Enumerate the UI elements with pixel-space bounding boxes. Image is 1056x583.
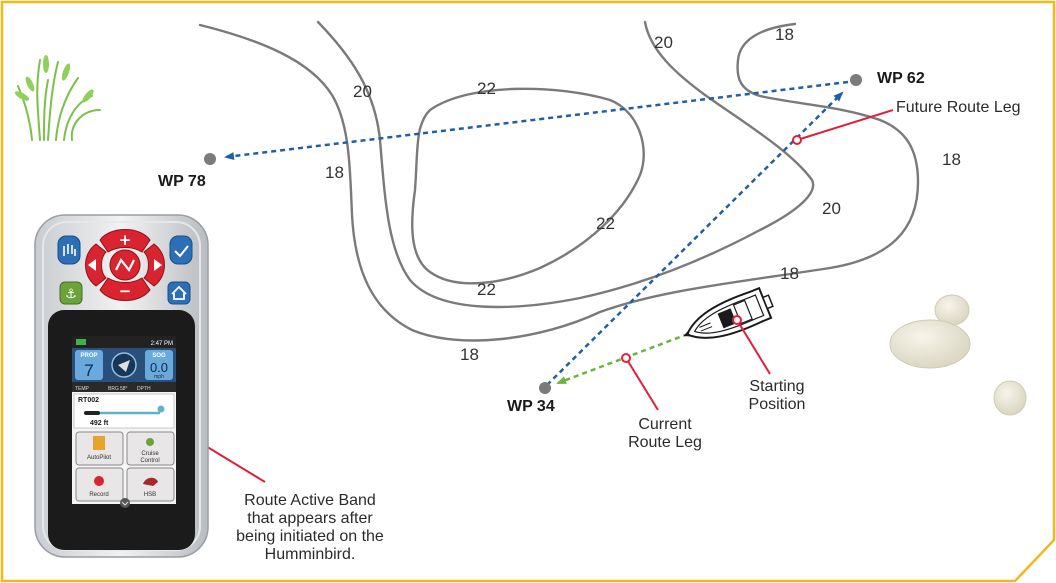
depth-label: 22 [477, 280, 496, 299]
boat-icon [683, 286, 774, 339]
rocks-icon [889, 294, 1027, 416]
waypoint-wp62 [850, 74, 862, 86]
route-active-band-label: being initiated on the [236, 528, 384, 545]
weeds-icon [14, 55, 101, 141]
remote-control: + − ⚓ 2:47 PM PROP 7 SOG 0.0 mph TEMP [34, 214, 209, 558]
starting-position-label: Position [749, 396, 806, 413]
route-active-band-label: that appears after [247, 510, 373, 527]
depth-label: 20 [353, 82, 372, 101]
home-icon [171, 285, 187, 300]
future-route-leg-wp62-wp78 [224, 80, 849, 161]
depth-label: 18 [780, 264, 799, 283]
waypoint-wp34 [539, 382, 551, 394]
hsb-icon [143, 477, 158, 486]
plus-button[interactable] [99, 229, 151, 253]
record-label: Record [89, 492, 108, 498]
anchor-icon: ⚓ [65, 287, 77, 302]
anchor-button[interactable] [59, 281, 83, 305]
contour-outer [198, 22, 920, 342]
home-button[interactable] [167, 281, 191, 305]
contour-middle [316, 20, 815, 309]
route-active-band-label: Route Active Band [244, 492, 376, 509]
waypoint-label-wp78: WP 78 [158, 173, 206, 190]
depth-label: 18 [942, 150, 961, 169]
route-distance: 492 ft [90, 420, 109, 427]
autopilot-label: AutoPilot [87, 455, 111, 461]
depth-label: 18 [325, 163, 344, 182]
check-icon [174, 245, 189, 258]
depth-label: 18 [775, 25, 794, 44]
waypoint-wp78 [204, 153, 216, 165]
minus-button[interactable] [99, 277, 151, 301]
depth-contours [198, 20, 920, 342]
minus-icon: − [119, 282, 132, 300]
route-active-band-label: Humminbird. [265, 546, 356, 563]
plus-icon: + [119, 231, 132, 249]
arrow-right-icon [154, 259, 162, 271]
cruise-label: Cruise [141, 451, 159, 457]
route-active-band[interactable] [73, 393, 175, 429]
contour-inner [411, 87, 645, 285]
dpth-label: DPTH [137, 386, 151, 392]
depth-label: 22 [477, 79, 496, 98]
screen-time: 2:47 PM [151, 341, 173, 347]
depth-label: 22 [596, 214, 615, 233]
sog-unit: mph [154, 374, 164, 380]
depth-labels: 20 18 20 22 18 22 20 18 18 22 18 [325, 25, 961, 364]
prop-label: PROP [80, 353, 97, 359]
prop-value: 7 [84, 361, 93, 380]
depth-label: 20 [822, 199, 841, 218]
route-name: RT002 [78, 397, 99, 404]
waypoint-label-wp34: WP 34 [507, 398, 555, 415]
starting-position-label: Starting [749, 378, 804, 395]
sog-value: 0.0 [150, 360, 168, 375]
sog-label: SOG [152, 353, 166, 359]
current-route-leg-label: Route Leg [628, 434, 702, 451]
remote-keypad: + − ⚓ [57, 229, 193, 305]
brg-value: 58° [120, 386, 128, 392]
cruise-label: Control [140, 458, 159, 464]
future-route-leg-label: Future Route Leg [896, 99, 1021, 116]
temp-label: TEMP [75, 386, 90, 392]
cruise-control-tile[interactable] [126, 431, 175, 466]
check-button[interactable] [169, 235, 193, 265]
waypoint-label-wp62: WP 62 [877, 70, 925, 87]
depth-label: 18 [460, 345, 479, 364]
hsb-label: HSB [144, 492, 156, 498]
hand-icon [63, 244, 76, 256]
depth-label: 20 [654, 33, 673, 52]
scroll-down-button[interactable] [120, 498, 130, 508]
route-icon [115, 257, 135, 273]
brg-label: BRG [108, 386, 119, 392]
hand-button[interactable] [57, 235, 81, 265]
arrow-left-icon [88, 259, 96, 271]
record-icon [94, 476, 104, 486]
callouts [162, 109, 894, 483]
current-route-leg-label: Current [638, 416, 692, 433]
chevron-down-icon [121, 501, 129, 506]
